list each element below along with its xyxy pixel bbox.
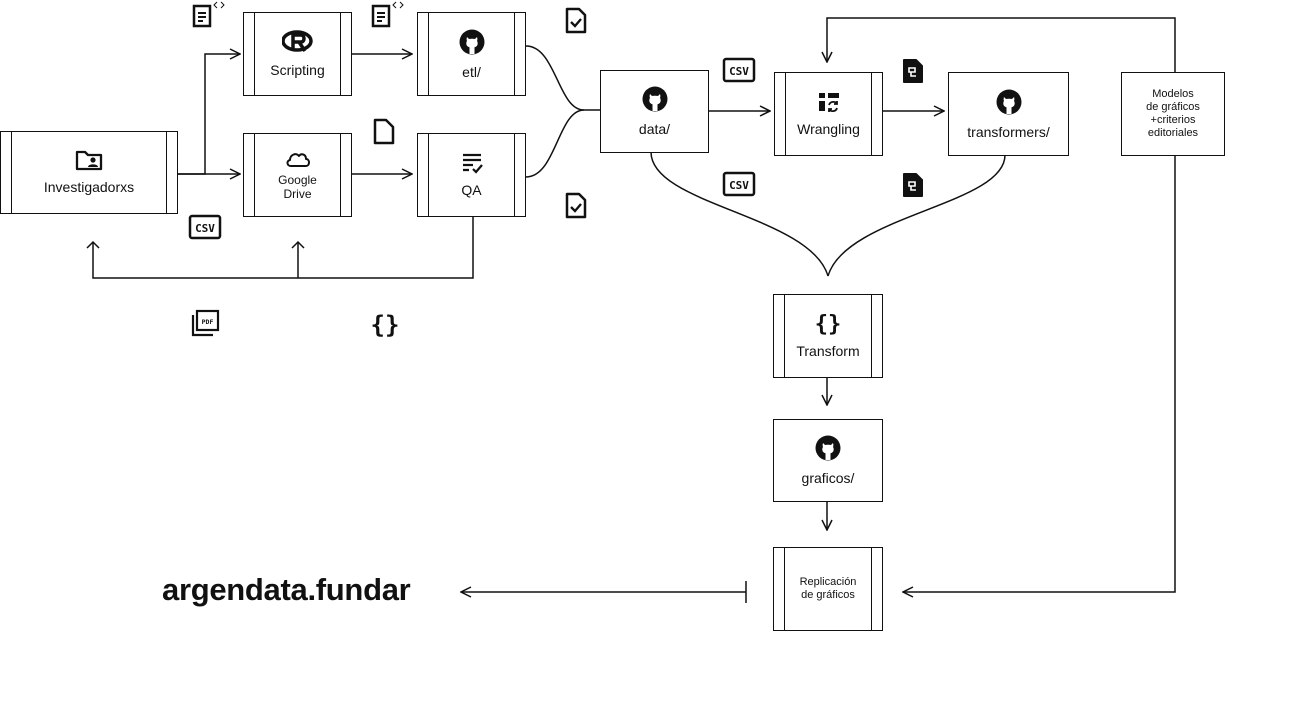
node-transformers: transformers/	[948, 72, 1069, 156]
json-braces-icon: {}	[371, 311, 400, 339]
node-etl-label: etl/	[462, 63, 481, 80]
file-check-icon	[565, 192, 587, 219]
node-replicacion: Replicación de gráficos	[773, 547, 883, 631]
csv-file-icon: CSV	[188, 214, 222, 240]
edge-qa-merge	[525, 109, 585, 178]
r-language-icon	[281, 29, 313, 52]
edge-qa-feedback	[92, 217, 474, 279]
checklist-icon	[462, 153, 483, 174]
node-google-drive: Google Drive	[243, 133, 352, 217]
node-qa-label: QA	[461, 181, 482, 198]
github-icon	[642, 86, 667, 112]
svg-text:{}: {}	[371, 311, 400, 339]
node-investigadorxs-label: Investigadorxs	[43, 179, 135, 195]
node-modelos: Modelos de gráficos +criterios editorial…	[1121, 72, 1225, 156]
node-graficos-label: graficos/	[801, 470, 855, 486]
node-qa: QA	[417, 133, 526, 217]
edge-qa-feedback-drive-head	[291, 240, 305, 249]
svg-text:CSV: CSV	[729, 65, 749, 78]
github-icon	[459, 29, 484, 54]
edge-etl-merge	[525, 45, 585, 111]
node-scripting-label: Scripting	[270, 61, 325, 78]
node-etl: etl/	[417, 12, 526, 96]
node-google-drive-label: Google Drive	[278, 173, 317, 201]
node-replicacion-label: Replicación de gráficos	[799, 576, 857, 601]
edge-modelos-replicacion	[903, 156, 1176, 592]
file-blank-icon	[373, 118, 395, 145]
node-data: data/	[600, 70, 709, 153]
github-icon	[996, 89, 1021, 114]
python-file-icon	[903, 59, 923, 83]
folder-user-icon	[75, 150, 103, 171]
transform-icon	[818, 92, 839, 112]
github-icon	[815, 435, 841, 461]
node-transformers-label: transformers/	[967, 123, 1050, 140]
csv-file-icon: CSV	[722, 171, 756, 197]
node-transform-label: Transform	[796, 342, 860, 359]
edge-qa-feedback-investigadorxs-head	[86, 240, 100, 249]
file-check-icon	[565, 7, 587, 34]
site-name: argendata.fundar	[162, 572, 411, 607]
node-wrangling: Wrangling	[774, 72, 883, 156]
edge-data-transform	[650, 151, 829, 277]
python-file-icon	[903, 173, 923, 197]
node-modelos-label: Modelos de gráficos +criterios editorial…	[1146, 88, 1200, 139]
cloud-icon	[286, 153, 310, 167]
node-wrangling-label: Wrangling	[797, 120, 860, 137]
node-transform: {} Transform	[773, 294, 883, 378]
node-scripting: Scripting	[243, 12, 352, 96]
edge-modelos-wrangling	[827, 17, 1176, 72]
node-investigadorxs: Investigadorxs	[0, 131, 178, 214]
svg-text:CSV: CSV	[729, 179, 749, 192]
svg-text:CSV: CSV	[195, 222, 215, 235]
pdf-file-icon: PDF	[191, 309, 220, 337]
doc-code-icon	[371, 1, 404, 28]
edge-investigadorxs-scripting	[178, 54, 240, 175]
node-data-label: data/	[638, 121, 671, 137]
svg-text:PDF: PDF	[202, 318, 214, 326]
json-braces-icon: {}	[814, 311, 842, 337]
edge-transformers-transform	[827, 154, 1006, 277]
node-graficos: graficos/	[773, 419, 883, 502]
csv-file-icon: CSV	[722, 57, 756, 83]
doc-code-icon	[192, 1, 225, 28]
